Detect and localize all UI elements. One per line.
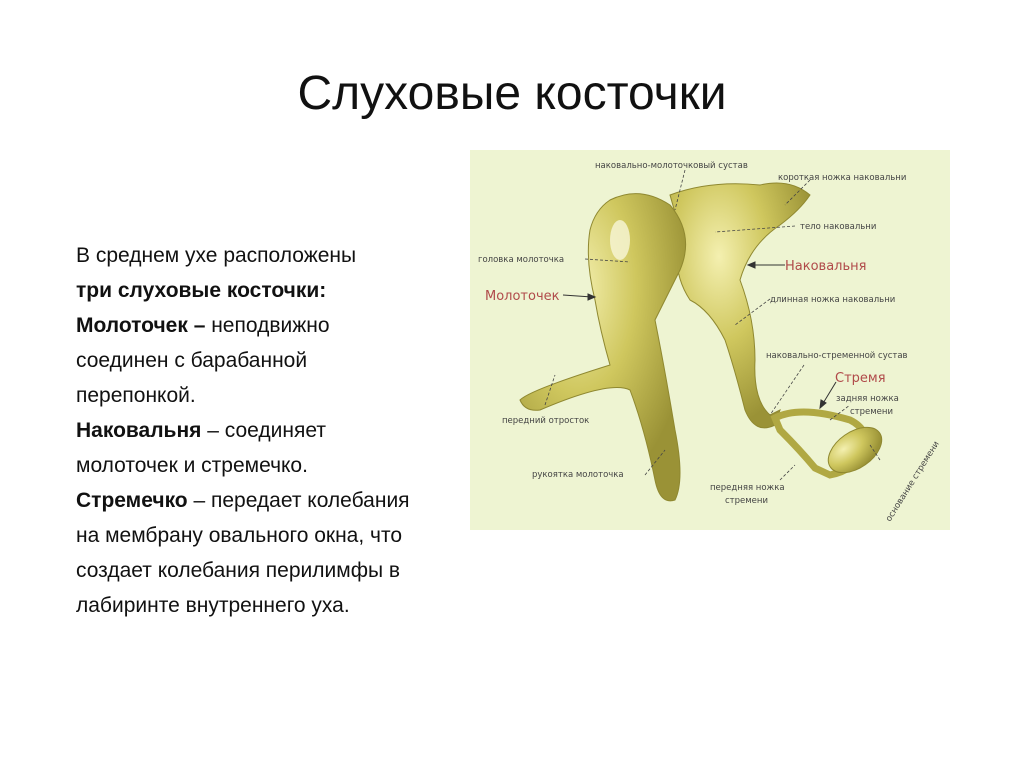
malleus-bone [519, 193, 687, 502]
label-posterior-crus: задняя ножка [836, 394, 899, 404]
label-anterior-process: передний отросток [502, 416, 589, 426]
text-line: создает колебания перилимфы в [76, 559, 401, 582]
label-stapes-base: основание стремени [884, 440, 942, 524]
term-stapes: Стремечко [76, 489, 188, 512]
term-malleus: Молоточек – [76, 314, 206, 337]
label-anterior-crus: передняя ножка [710, 483, 785, 493]
label-incudomalleolar-joint: наковально-молоточковый сустав [595, 161, 748, 171]
text-line-bold: три слуховые косточки: [76, 279, 327, 302]
label-posterior-crus: стремени [850, 407, 893, 417]
text: неподвижно [205, 314, 330, 337]
incus-bone [669, 182, 811, 429]
slide-title: Слуховые косточки [297, 67, 727, 120]
label-incus: Наковальня [785, 259, 866, 274]
term-incus: Наковальня [76, 419, 202, 442]
label-short-process-incus: короткая ножка наковальни [778, 173, 906, 183]
label-incus-body: тело наковальни [800, 222, 876, 232]
text-line: молоточек и стремечко. [76, 454, 308, 477]
text-line: соединен с барабанной [76, 349, 308, 372]
label-long-process-incus: длинная ножка наковальни [770, 295, 895, 305]
label-anterior-crus: стремени [725, 496, 768, 506]
text: – соединяет [201, 419, 326, 442]
label-malleus-head: головка молоточка [478, 255, 564, 265]
text-line: перепонкой. [76, 384, 196, 407]
slide-body-text: В среднем ухе расположены три слуховые к… [76, 238, 410, 623]
text-line: В среднем ухе расположены [76, 244, 357, 267]
text: – передает колебания [187, 489, 410, 512]
label-malleus-handle: рукоятка молоточка [532, 470, 624, 480]
text-line: лабиринте внутреннего уха. [76, 594, 350, 617]
label-malleus: Молоточек [485, 289, 560, 304]
label-incudostapedial-joint: наковально-стременной сустав [766, 351, 908, 361]
label-stapes: Стремя [835, 371, 886, 386]
stapes-base [827, 426, 883, 474]
ossicles-diagram: наковально-молоточковый сустав короткая … [470, 150, 950, 530]
text-line: на мембрану овального окна, что [76, 524, 403, 547]
